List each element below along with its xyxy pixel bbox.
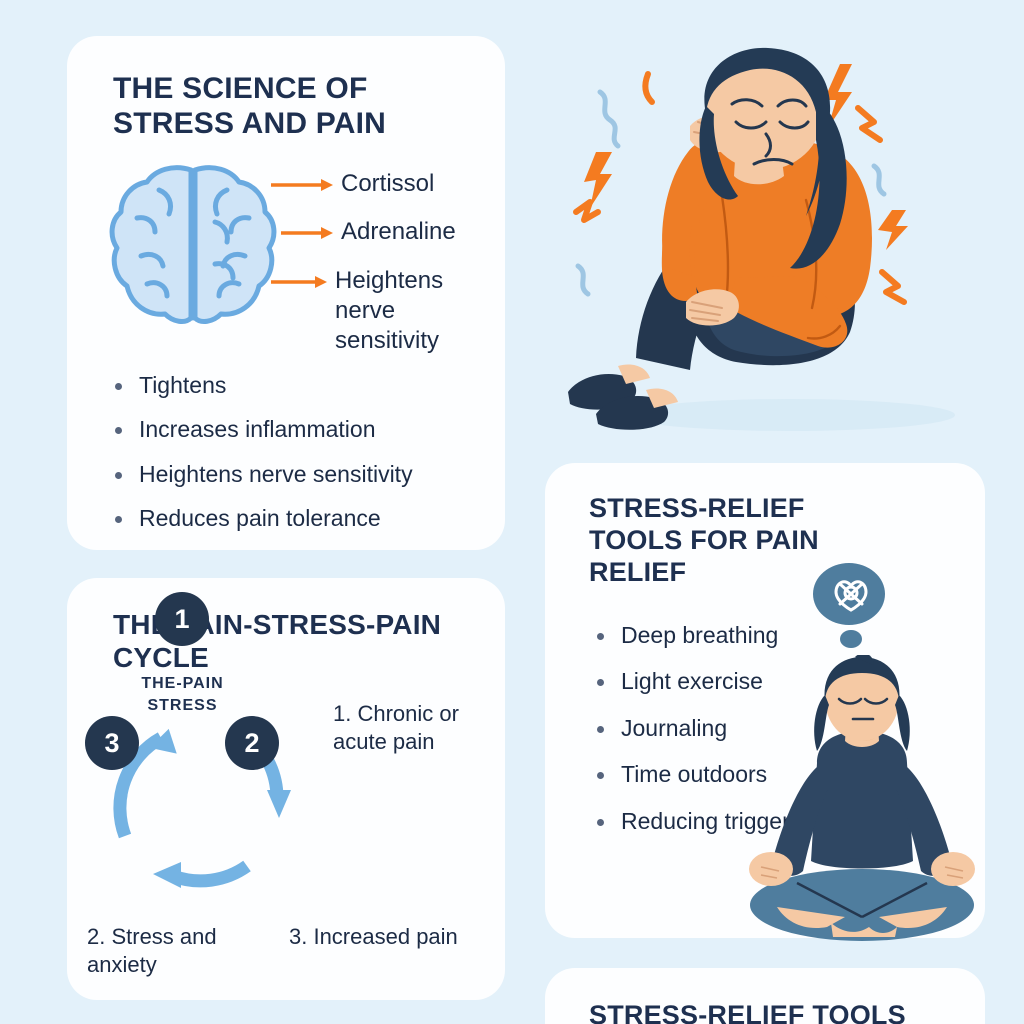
arrow-label-adrenaline: Adrenaline bbox=[341, 218, 456, 245]
cycle-label-3: 3. Increased pain bbox=[289, 924, 458, 949]
list-item: Reduces pain tolerance bbox=[105, 504, 505, 533]
arrow-label-heightens-nerve-sensitivity: Heightens nerve sensitivity bbox=[335, 267, 444, 354]
brain-icon bbox=[103, 160, 283, 330]
meditation-knot-icon bbox=[812, 562, 890, 662]
bullet-list-science-effects: Tightens Increases inflammation Heighten… bbox=[105, 371, 505, 549]
cycle-center-label: THE-PAIN STRESS bbox=[141, 675, 224, 714]
arrow-right-icon bbox=[281, 226, 333, 245]
list-item: Journaling bbox=[587, 714, 857, 743]
meditating-woman-illustration bbox=[735, 653, 990, 945]
list-item: Time outdoors bbox=[587, 760, 857, 789]
list-item: Heightens nerve sensitivity bbox=[105, 460, 505, 489]
arrow-row-adrenaline: Adrenaline bbox=[281, 217, 481, 247]
card-pain-stress-pain-cycle: THE PAIN-STRESS-PAIN CYCLE 1 2 3 THE-PAI… bbox=[67, 578, 505, 1000]
list-item: Tightens bbox=[105, 371, 505, 400]
arrow-row-cortissol: Cortissol bbox=[271, 169, 481, 199]
bullet-list-stress-relief-tools: Deep breathing Light exercise Journaling… bbox=[587, 621, 857, 853]
arrow-label-cortissol: Cortissol bbox=[341, 170, 435, 197]
list-item: Reducing triggers bbox=[587, 807, 857, 836]
card-stress-relief-tools-bottom: STRESS-RELIEF TOOLS bbox=[545, 968, 985, 1024]
arrow-row-heightens-nerve-sensitivity: Heightens nerve sensitivity bbox=[271, 266, 471, 356]
stressed-woman-illustration bbox=[540, 40, 1020, 440]
page-title-science: THE SCIENCE OF STRESS AND PAIN bbox=[113, 72, 387, 141]
cycle-label-2: 2. Stress and anxiety bbox=[87, 924, 217, 977]
list-item: Light exercise bbox=[587, 667, 857, 696]
cycle-node-2: 2 bbox=[225, 716, 279, 770]
list-item: Deep breathing bbox=[587, 621, 857, 650]
list-item: Increases inflammation bbox=[105, 415, 505, 444]
page-title-tools: STRESS-RELIEF TOOLS FOR PAIN RELIEF bbox=[589, 493, 819, 587]
arrow-right-icon bbox=[271, 178, 333, 197]
cycle-label-1: 1. Chronic or acute pain bbox=[333, 701, 459, 754]
card-science-of-stress-and-pain: THE SCIENCE OF STRESS AND PAIN bbox=[67, 36, 505, 550]
page-title-bottom: STRESS-RELIEF TOOLS bbox=[589, 1000, 906, 1024]
cycle-node-1: 1 bbox=[155, 592, 209, 646]
cycle-node-3: 3 bbox=[85, 716, 139, 770]
arrow-right-icon bbox=[271, 275, 327, 294]
cycle-diagram bbox=[95, 686, 325, 916]
